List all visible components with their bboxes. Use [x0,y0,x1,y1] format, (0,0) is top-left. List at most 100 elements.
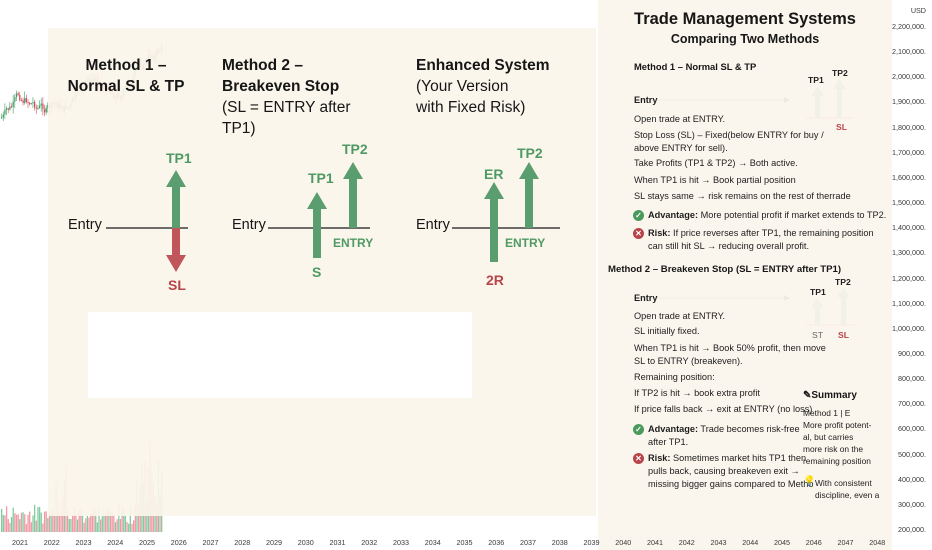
blank-panel [88,312,472,398]
candle [4,109,6,115]
x-tick-label: 2023 [75,538,92,547]
text-line: SL to ENTRY (breakeven). [634,356,743,366]
volume-bar [108,508,110,532]
volume-bar [43,511,46,532]
volume-bar [4,515,6,532]
text-line: Stop Loss (SL) – Fixed(below ENTRY for b… [634,130,824,140]
volume-bar [38,507,41,532]
tp1-label: TP1 [808,75,824,85]
sl-label: SL [838,330,849,340]
entry-label: Entry [416,217,450,233]
candle [19,94,21,101]
text-line: Remaining position: [634,372,715,382]
x-icon: ✕ [633,228,644,239]
candle [10,106,13,108]
volume-bar [47,518,49,532]
volume-bar [81,514,84,532]
volume-bar [73,506,75,532]
candle [40,103,42,106]
volume-bar [113,515,115,532]
candle [29,102,31,105]
y-tick-label: 1,900,000. [892,97,926,107]
volume-bar [7,519,9,532]
y-tick-label: 300,000. [898,499,926,509]
text-line: after TP1. [648,437,689,447]
er-label: ER [484,166,504,182]
y-tick-label: 2,100,000. [892,47,926,57]
y-tick-label: 1,400,000. [892,223,926,233]
text-line: Take Profits (TP1 & TP2) → Both active. [634,158,798,168]
volume-bar [14,513,16,532]
text-line: more risk on the [803,444,864,454]
volume-bar [34,504,36,532]
volume-bar [35,520,37,532]
entry-label: Entry [232,217,266,233]
candle [35,107,37,109]
x-tick-label: 2027 [202,538,219,547]
volume-bar [131,523,133,532]
entry-tag: ENTRY [505,236,546,250]
x-tick-label: 2044 [742,538,759,547]
x-tick-label: 2040 [615,538,632,547]
candle [34,102,36,108]
tp2-label: TP2 [835,277,851,287]
volume-bar [126,522,128,532]
y-tick-label: 2,200,000. [892,22,926,31]
check-icon: ✓ [633,210,644,221]
currency-label: USD [910,6,926,15]
x-tick-label: 2026 [170,538,187,547]
volume-bar [106,508,108,532]
volume-bar [70,518,72,532]
text-line: If TP2 is hit → book extra profit [634,388,760,398]
y-tick-label: 1,300,000. [892,248,926,258]
candle [38,105,41,108]
comparison-panel [598,0,892,550]
volume-bar [25,523,28,532]
text-line: pulls back, causing breakeven exit → [648,466,800,476]
volume-bar [29,511,31,532]
volume-bar [100,519,102,532]
candle [42,103,44,110]
tp2-label: TP2 [832,68,848,78]
s-label: S [312,264,322,280]
text-line: If price falls back → exit at ENTRY (no … [634,404,813,414]
tp1-label: TP1 [166,150,192,166]
x-tick-label: 2036 [488,538,505,547]
x-tick-label: 2037 [520,538,536,547]
volume-bar [37,507,39,532]
candle [25,98,28,102]
text-line: remaining position [803,456,871,466]
volume-bar [12,507,14,532]
tp2-label: TP2 [517,145,543,161]
volume-bar [116,519,118,532]
volume-bar [86,514,89,532]
candle [22,100,24,103]
volume-bar [58,513,61,532]
2r-label: 2R [486,272,504,288]
volume-bar [121,505,123,532]
summary-title: ✎Summary [803,390,857,401]
y-tick-label: 400,000. [898,474,926,484]
text-line: When TP1 is hit → Book partial position [634,175,796,185]
volume-bar [45,511,47,532]
volume-bar [17,514,19,532]
volume-bar [114,522,117,532]
volume-bar [67,509,69,532]
candle [43,109,46,113]
candle [5,108,8,110]
volume-bar [40,512,42,532]
x-tick-label: 2041 [647,538,663,547]
volume-bar [133,520,135,532]
x-tick-label: 2025 [139,538,155,547]
volume-bar [15,514,18,532]
method1-heading: Method 1 – Normal SL & TP [634,61,757,72]
volume-bar [53,514,56,532]
panel-title: Trade Management Systems [634,10,856,28]
entry-label: Entry [634,293,658,303]
volume-bar [1,508,3,532]
volume-bar [123,509,125,532]
volume-bar [83,522,85,532]
x-tick-label: 2039 [583,538,600,547]
text-line: can still hit SL → reducing overall prof… [648,241,810,251]
text-line: SL initially fixed. [634,326,700,336]
